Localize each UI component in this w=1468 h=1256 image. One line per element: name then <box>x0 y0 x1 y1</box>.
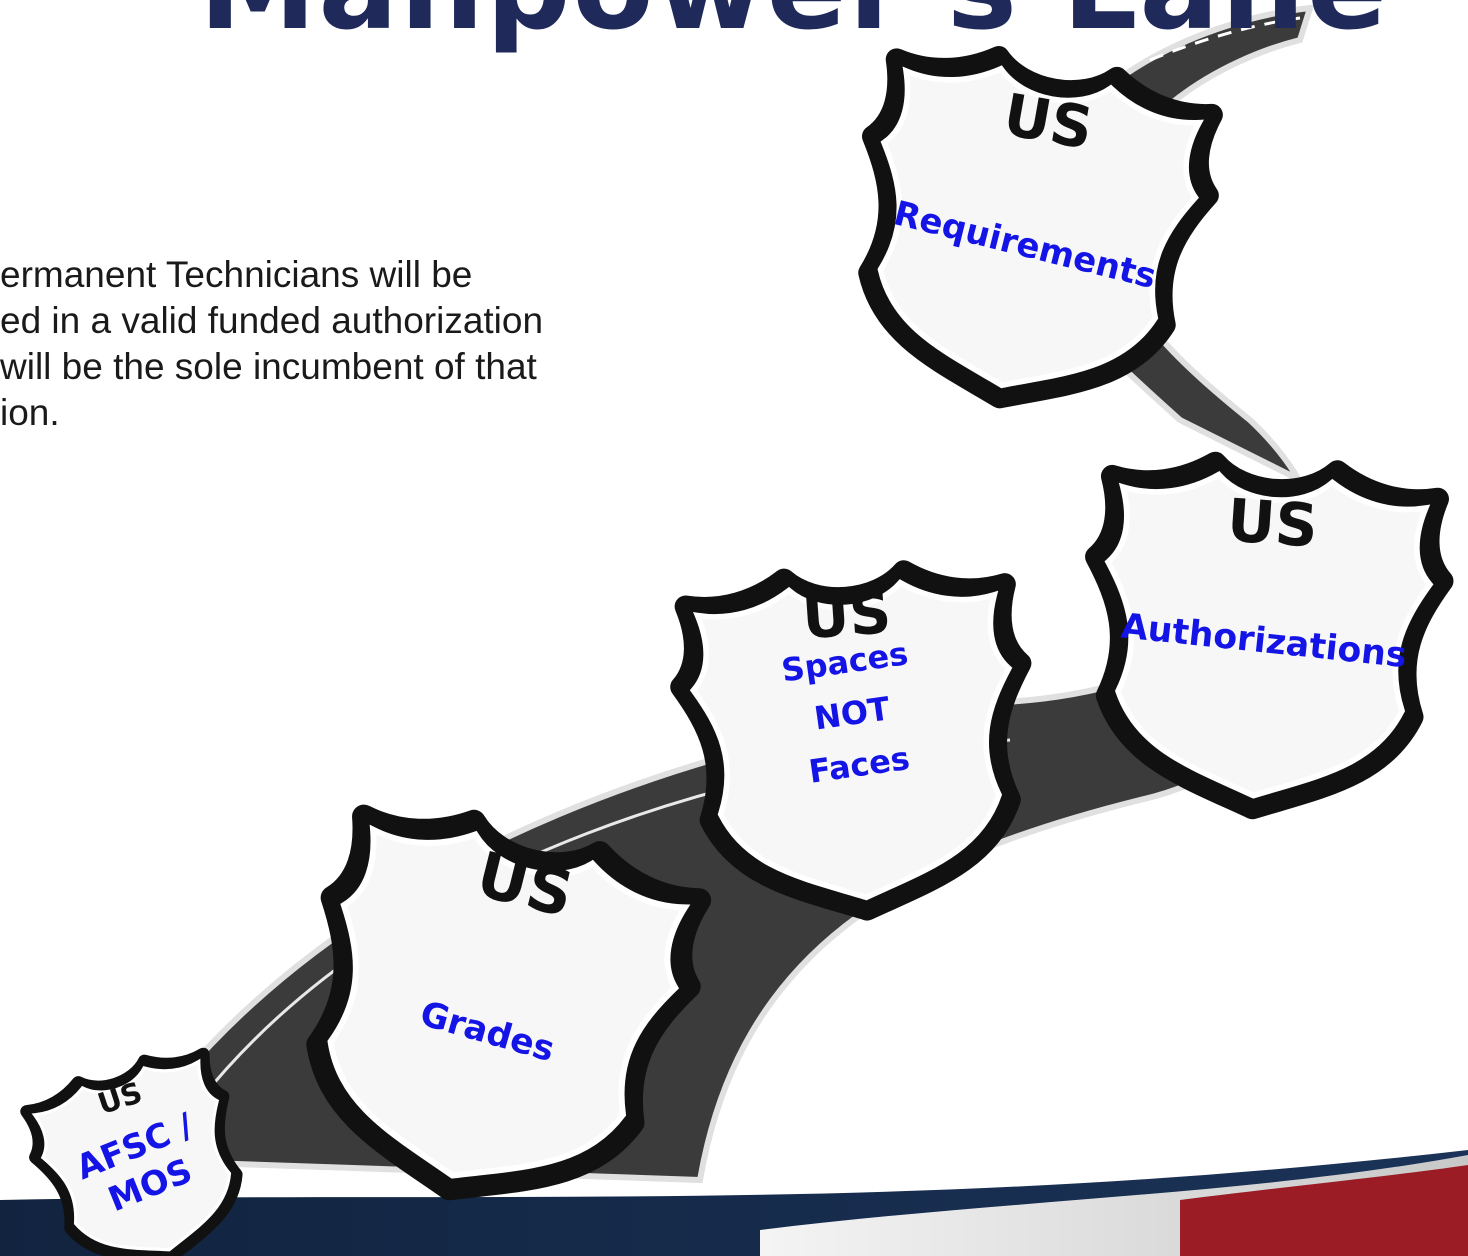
red-footer-accent <box>1180 1165 1468 1256</box>
body-line: ermanent Technicians will be <box>0 254 473 295</box>
body-line: ed in a valid funded authorization <box>0 300 544 341</box>
body-line: ion. <box>0 392 60 433</box>
shield-us-text: US <box>800 578 893 652</box>
shield-us-text: US <box>999 80 1098 162</box>
slide-title: Manpower's Lane <box>0 0 1468 56</box>
body-line: will be the sole incumbent of that <box>0 346 537 387</box>
shields-layer: USRequirementsUSAuthorizationsUSSpacesNO… <box>18 38 1450 1256</box>
shield-us-text: US <box>1225 485 1320 560</box>
body-paragraph: ermanent Technicians will be ed in a val… <box>0 252 680 436</box>
